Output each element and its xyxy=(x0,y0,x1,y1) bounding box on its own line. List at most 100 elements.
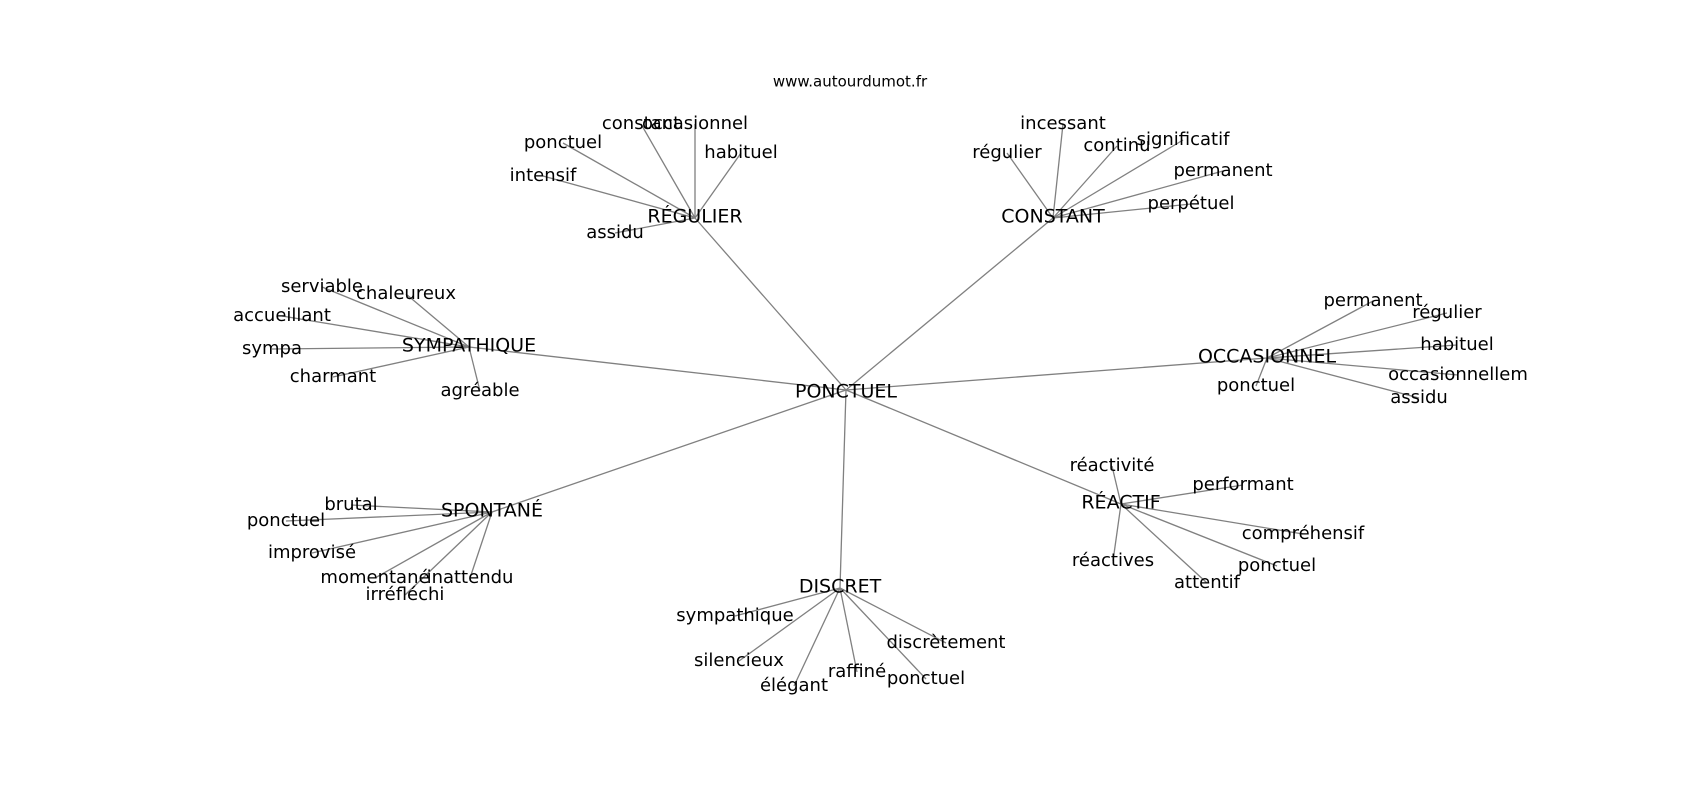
word-node[interactable]: régulier xyxy=(1412,302,1482,323)
edge-hub-to-word xyxy=(734,587,841,617)
edge-hub-to-word xyxy=(1266,357,1420,399)
word-node[interactable]: significatif xyxy=(1137,129,1231,150)
edge-hub-to-word xyxy=(332,346,470,378)
edge-hub-to-word xyxy=(311,511,493,554)
word-node[interactable]: incessant xyxy=(1020,113,1106,134)
edge-hub-to-word xyxy=(281,315,470,348)
edge-hub-to-word xyxy=(562,142,696,219)
edge-hub-to-word xyxy=(839,587,858,673)
word-node[interactable]: réactives xyxy=(1072,550,1154,571)
word-node[interactable]: inattendu xyxy=(427,567,514,588)
word-node[interactable]: sympathique xyxy=(676,605,793,626)
word-node[interactable]: permanent xyxy=(1173,160,1272,181)
edge-hub-to-word xyxy=(1120,503,1208,584)
edge-hub-to-word xyxy=(738,587,841,662)
edge-hub-to-word xyxy=(542,175,696,219)
edge-center-to-hub xyxy=(845,217,1054,391)
edge-hub-to-word xyxy=(350,504,493,513)
edge-center-to-hub xyxy=(694,217,847,391)
edge-hub-to-word xyxy=(374,511,493,579)
edge-center-to-hub xyxy=(845,357,1268,391)
word-node[interactable]: ponctuel xyxy=(524,132,602,153)
edge-center-to-hub xyxy=(845,389,1122,505)
edge-hub-to-word xyxy=(1052,170,1224,219)
word-node[interactable]: attentif xyxy=(1174,572,1241,593)
edge-hub-to-word xyxy=(1120,503,1278,567)
word-node[interactable]: performant xyxy=(1192,474,1293,495)
edge-hub-to-word xyxy=(405,293,470,348)
edge-hub-to-word xyxy=(614,217,696,234)
hub-node[interactable]: RÉACTIF xyxy=(1081,491,1160,514)
word-node[interactable]: habituel xyxy=(1420,334,1493,355)
word-node[interactable]: serviable xyxy=(281,276,363,297)
word-node[interactable]: ponctuel xyxy=(887,668,965,689)
word-node[interactable]: régulier xyxy=(972,142,1042,163)
hub-node[interactable]: OCCASIONNEL xyxy=(1198,346,1337,368)
hub-node[interactable]: RÉGULIER xyxy=(647,205,742,228)
word-node[interactable]: assidu xyxy=(586,222,644,243)
word-node[interactable]: intensif xyxy=(510,165,577,186)
edge-hub-to-word xyxy=(1052,139,1184,219)
word-node[interactable]: momentané xyxy=(320,567,429,588)
graph-edges xyxy=(271,123,1459,687)
hub-node[interactable]: CONSTANT xyxy=(1001,206,1105,228)
word-node[interactable]: sympa xyxy=(242,338,302,359)
edge-hub-to-word xyxy=(321,286,470,348)
edge-hub-to-word xyxy=(285,511,493,522)
edge-hub-to-word xyxy=(1266,344,1458,359)
word-node[interactable]: constant xyxy=(602,113,680,134)
word-node[interactable]: chaleureux xyxy=(356,283,456,304)
word-node[interactable]: discrètement xyxy=(887,632,1006,653)
center-node: PONCTUEL xyxy=(795,381,897,403)
hub-node[interactable]: DISCRET xyxy=(799,576,882,598)
edge-hub-to-word xyxy=(839,587,927,680)
edge-hub-to-word xyxy=(1006,152,1054,219)
edge-hub-to-word xyxy=(271,346,470,350)
site-url: www.autourdumot.fr xyxy=(773,73,928,91)
word-node[interactable]: occasionnel xyxy=(642,113,748,134)
edge-hub-to-word xyxy=(694,152,742,219)
word-node[interactable]: habituel xyxy=(704,142,777,163)
edge-hub-to-word xyxy=(468,346,481,392)
edge-hub-to-word xyxy=(1052,203,1192,219)
word-node[interactable]: ponctuel xyxy=(1238,555,1316,576)
word-node[interactable]: accueillant xyxy=(233,305,331,326)
word-node[interactable]: charmant xyxy=(290,366,376,387)
edge-hub-to-word xyxy=(1112,503,1122,562)
word-node[interactable]: ponctuel xyxy=(247,510,325,531)
word-node[interactable]: permanent xyxy=(1323,290,1422,311)
edge-hub-to-word xyxy=(1120,484,1244,505)
edge-center-to-hub xyxy=(839,389,847,589)
edge-hub-to-word xyxy=(1266,300,1374,359)
edge-hub-to-word xyxy=(1266,357,1459,376)
edge-hub-to-word xyxy=(1266,312,1448,359)
hub-node[interactable]: SPONTANÉ xyxy=(441,499,543,522)
word-node[interactable]: agréable xyxy=(440,380,519,401)
edge-hub-to-word xyxy=(793,587,841,687)
edge-hub-to-word xyxy=(839,587,947,644)
word-node[interactable]: compréhensif xyxy=(1242,523,1365,544)
edge-center-to-hub xyxy=(491,389,847,513)
word-node[interactable]: irréfléchi xyxy=(366,584,445,605)
word-node[interactable]: continu xyxy=(1083,135,1150,156)
word-node[interactable]: réactivité xyxy=(1070,455,1155,476)
edge-hub-to-word xyxy=(404,511,493,596)
edge-center-to-hub xyxy=(468,346,847,391)
word-node[interactable]: ponctuel xyxy=(1217,375,1295,396)
word-node[interactable]: raffiné xyxy=(828,661,886,682)
word-node[interactable]: brutal xyxy=(324,494,377,515)
edge-hub-to-word xyxy=(640,123,696,219)
hub-node[interactable]: SYMPATHIQUE xyxy=(402,335,536,357)
word-node[interactable]: assidu xyxy=(1390,387,1448,408)
word-node[interactable]: improvisé xyxy=(268,542,356,563)
word-node[interactable]: perpétuel xyxy=(1148,193,1235,214)
word-node[interactable]: occasionnellem xyxy=(1388,364,1528,385)
word-node[interactable]: silencieux xyxy=(694,650,784,671)
edge-hub-to-word xyxy=(1052,123,1064,219)
edge-hub-to-word xyxy=(1255,357,1268,387)
edge-hub-to-word xyxy=(1120,503,1304,535)
word-node[interactable]: élégant xyxy=(760,675,828,696)
edge-hub-to-word xyxy=(469,511,493,579)
